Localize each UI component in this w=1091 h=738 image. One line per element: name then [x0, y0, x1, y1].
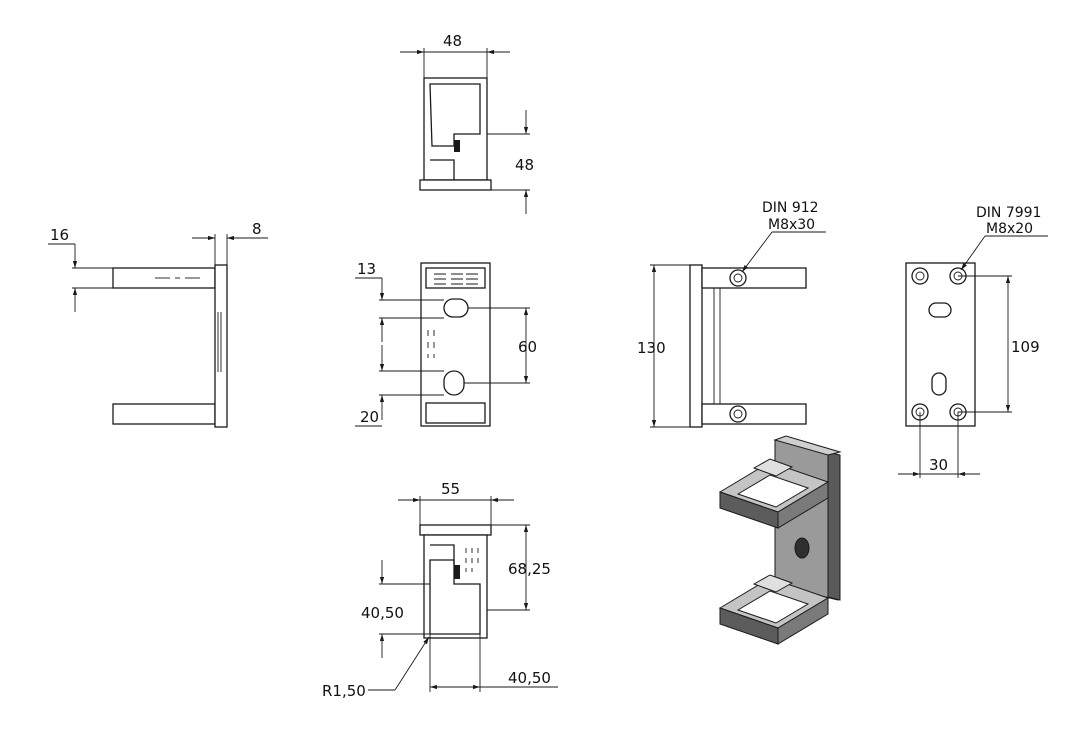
bottom-view-radius-dim: R1,50 — [322, 682, 366, 700]
rear-view-horizontal-spacing-dim: 30 — [929, 456, 948, 474]
right-view-height-dim: 130 — [637, 339, 666, 357]
rear-view-vertical-spacing-dim: 109 — [1011, 338, 1040, 356]
bottom-view-inner-width-dim: 40,50 — [508, 669, 551, 687]
front-view: 13 20 60 — [355, 260, 537, 427]
left-view-right-dim: 8 — [252, 220, 262, 238]
top-view-height-dim: 48 — [515, 156, 534, 174]
bottom-view: 55 68,25 40,50 40,50 R1,50 — [322, 480, 558, 700]
screw-head-icon — [729, 405, 747, 423]
front-view-bottom-offset-dim: 20 — [360, 408, 379, 426]
screw-spec-line2: M8x30 — [768, 217, 815, 233]
left-view-upper-dim: 16 — [50, 226, 69, 244]
right-side-view: 130 DIN 912 M8x30 — [637, 200, 826, 428]
insert-spec-line1: DIN 7991 — [976, 205, 1041, 221]
countersunk-hole-icon — [911, 267, 929, 285]
top-view: 48 48 — [400, 32, 534, 214]
left-side-view: 16 8 — [48, 220, 268, 428]
bottom-view-inner-height-dim: 40,50 — [361, 604, 404, 622]
top-view-width-dim: 48 — [443, 32, 462, 50]
insert-spec-line2: M8x20 — [986, 221, 1033, 237]
rear-view: 109 30 DIN 7991 M8x20 — [898, 205, 1048, 478]
front-view-top-offset-dim: 13 — [357, 260, 376, 278]
bottom-view-width-dim: 55 — [441, 480, 460, 498]
bottom-view-height-dim: 68,25 — [508, 560, 551, 578]
screw-head-icon — [729, 269, 747, 287]
isometric-view — [718, 435, 842, 645]
screw-spec-line1: DIN 912 — [762, 200, 819, 216]
front-view-slot-spacing-dim: 60 — [518, 338, 537, 356]
